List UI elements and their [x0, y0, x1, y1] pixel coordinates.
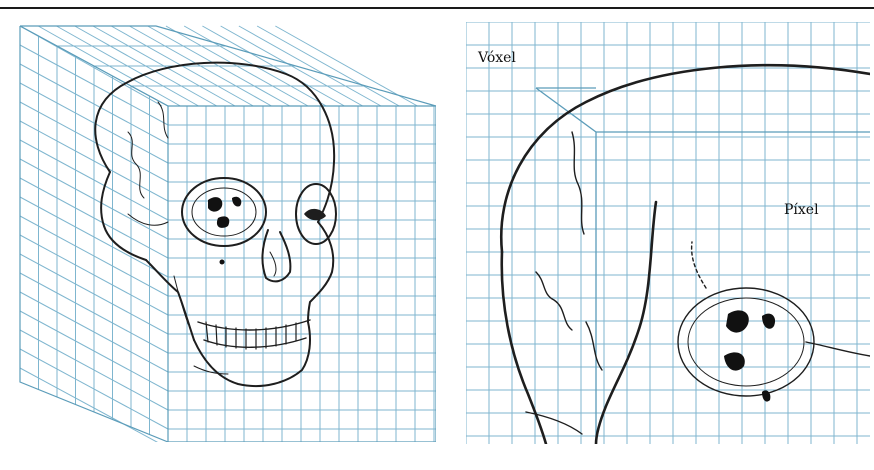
- top-rule: [0, 7, 874, 9]
- zoomed-orbit-shading: [724, 310, 775, 401]
- zoomed-skull-illustration: Vóxel Píxel: [466, 22, 870, 444]
- cube-edge-lines: [536, 88, 870, 444]
- zoomed-skull-details: [526, 132, 870, 434]
- skull-cube-illustration: [18, 22, 436, 442]
- left-panel-skull-cube: [18, 22, 436, 442]
- voxel-label: Vóxel: [477, 50, 516, 66]
- zoomed-skull-drawing: [501, 65, 870, 444]
- right-panel-zoomed-skull: Vóxel Píxel: [466, 22, 870, 444]
- voxel-grid-right: [466, 22, 870, 444]
- pixel-label: Píxel: [784, 202, 819, 218]
